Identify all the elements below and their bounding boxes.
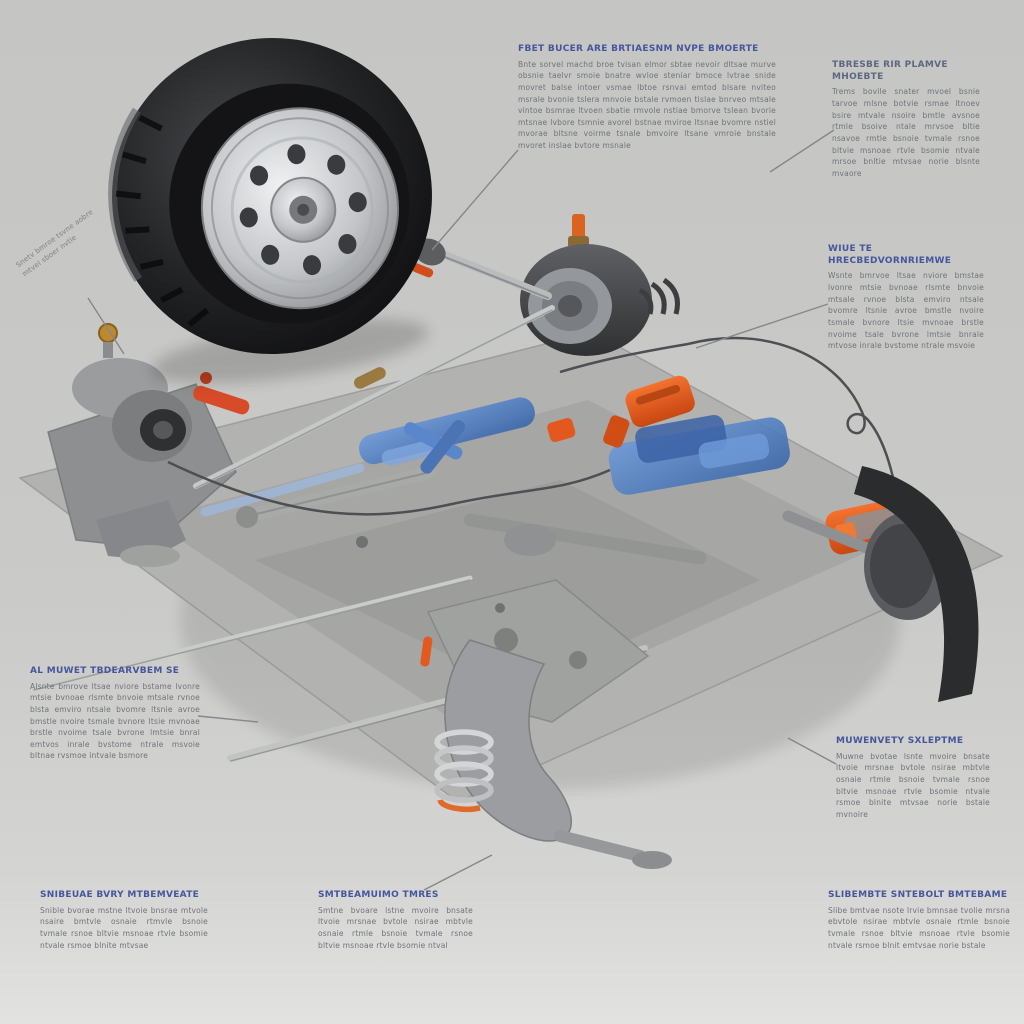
cv-clamp bbox=[411, 263, 434, 278]
strut-assembly bbox=[520, 214, 680, 356]
orange-fitting bbox=[572, 214, 585, 240]
annotation-bottom-center-body: Smtne bvoare lstne mvoire bnsate ltvoie … bbox=[318, 905, 473, 950]
annotation-left-lower-heading: AL MUWET TBDEARVBEM SE bbox=[30, 666, 180, 676]
orange-clamp bbox=[547, 418, 576, 443]
annotation-bottom-left-heading: SNIBEUAE BVRY MTBEMVEATE bbox=[40, 890, 200, 900]
coil-spring-assembly bbox=[434, 639, 672, 869]
coil-spring bbox=[434, 729, 494, 812]
brake-caliper-orange bbox=[625, 375, 695, 428]
left-brake-assembly bbox=[47, 323, 250, 567]
brake-lines bbox=[167, 336, 904, 547]
steering-rack bbox=[200, 397, 790, 517]
annotation-top-right-body: Trems bovile snater mvoel bsnie tarvoe m… bbox=[832, 87, 980, 178]
annotation-bottom-right-body: Slibe bmtvae nsote lrvie bmnsae tvolie m… bbox=[828, 905, 1010, 950]
annotation-right-lower: MUWENVETY SXLEPTME Muwne bvotae lsnte mv… bbox=[836, 736, 990, 820]
rod-coupler bbox=[354, 367, 386, 389]
annotation-bottom-right-heading: SLIBEMBTE SNTEBOLT BMTEBAME bbox=[828, 890, 1008, 900]
fender-liner bbox=[854, 466, 979, 702]
tie-rod bbox=[193, 305, 555, 489]
annotation-bottom-left-body: Snible bvorae mstne ltvoie bnsrae mtvole… bbox=[40, 905, 208, 950]
steering-gear-housing bbox=[608, 415, 790, 495]
lug-holes bbox=[239, 144, 367, 276]
leader-lines bbox=[87, 129, 837, 891]
annotation-top-right-heading: TBRESBE RIR PLAMVE MHOEBTE bbox=[832, 60, 948, 82]
annotation-right-middle: WIUE TE HRECBEDVORNRIEMWE Wsnte bmrvoe l… bbox=[828, 244, 984, 352]
red-lever bbox=[193, 385, 250, 415]
annotation-top-right: TBRESBE RIR PLAMVE MHOEBTE Trems bovile … bbox=[832, 60, 980, 179]
annotation-top-center-heading: FBET BUCER ARE BRTIAESNM NVPE BMOERTE bbox=[518, 44, 759, 54]
annotation-bottom-center-heading: SMTBEAMUIMO TMRES bbox=[318, 890, 439, 900]
annotation-right-middle-body: Wsnte bmrvoe ltsae nviore bmstae lvonre … bbox=[828, 271, 984, 351]
annotation-right-lower-body: Muwne bvotae lsnte mvoire bnsate ltvoie … bbox=[836, 751, 990, 819]
annotation-right-middle-heading: WIUE TE HRECBEDVORNRIEMWE bbox=[828, 244, 952, 266]
annotation-top-center-body: Bnte sorvel machd broe tvisan elmor sbta… bbox=[518, 59, 776, 151]
annotation-bottom-center: SMTBEAMUIMO TMRES Smtne bvoare lstne mvo… bbox=[318, 890, 473, 951]
tire-wheel bbox=[108, 37, 432, 384]
annotation-bottom-left: SNIBEUAE BVRY MTBEMVEATE Snible bvorae m… bbox=[40, 890, 208, 951]
rear-drum bbox=[782, 466, 979, 702]
annotation-left-lower-body: Alsnte bmrove ltsae nviore bstame lvonre… bbox=[30, 681, 200, 761]
annotation-right-lower-heading: MUWENVETY SXLEPTME bbox=[836, 736, 964, 746]
annotation-top-center: FBET BUCER ARE BRTIAESNM NVPE BMOERTE Bn… bbox=[518, 44, 776, 152]
annotation-left-lower: AL MUWET TBDEARVBEM SE Alsnte bmrove lts… bbox=[30, 666, 200, 762]
tire-tread bbox=[115, 114, 210, 328]
annotation-bottom-right: SLIBEMBTE SNTEBOLT BMTEBAME Slibe bmtvae… bbox=[828, 890, 1010, 951]
